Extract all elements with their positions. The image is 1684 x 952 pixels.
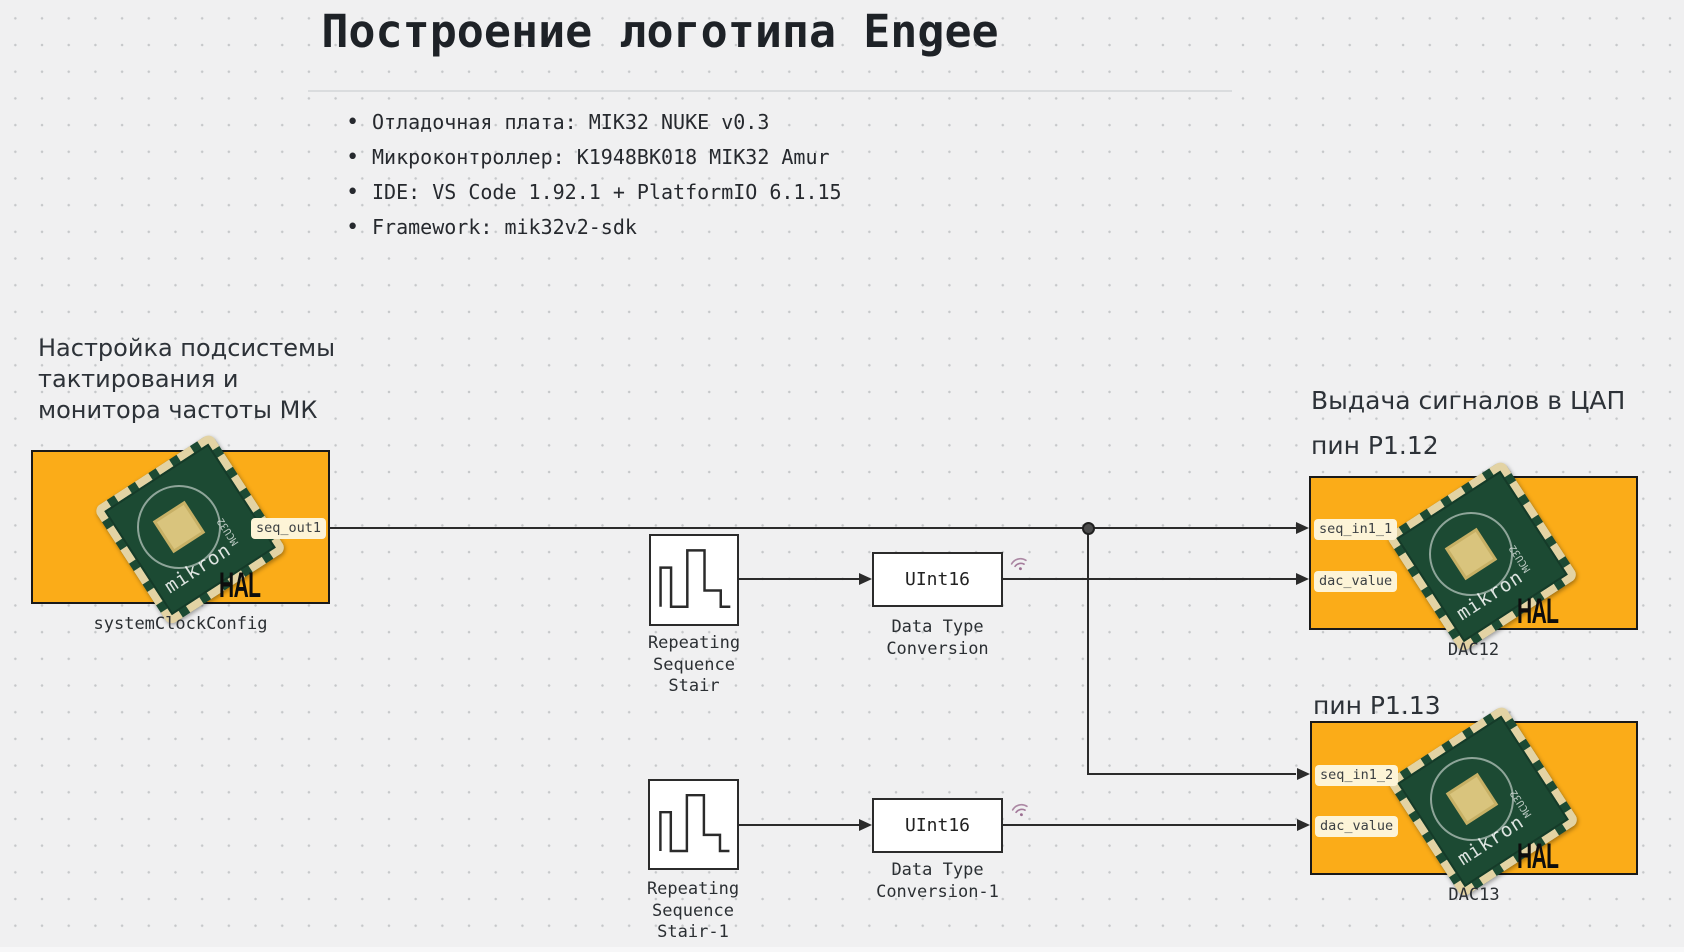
wire-junction-dot[interactable] xyxy=(1082,522,1095,535)
port-dac-value[interactable]: dac_value xyxy=(1315,816,1399,837)
block-caption-conv2[interactable]: Data Type Conversion-1 xyxy=(876,860,999,902)
wire-stair2-to-conv2[interactable] xyxy=(739,824,859,826)
block-caption-dac13[interactable]: DAC13 xyxy=(1448,885,1500,905)
block-repeating-sequence-stair-1[interactable] xyxy=(648,779,739,870)
wire-stair1-to-conv1[interactable] xyxy=(739,578,859,580)
spec-item-framework: Framework: mik32v2-sdk xyxy=(344,210,842,245)
wire-branch-vertical[interactable] xyxy=(1087,528,1089,774)
wire-conv1-to-dac12[interactable] xyxy=(1003,578,1296,580)
conversion-type-label: UInt16 xyxy=(904,815,971,836)
block-data-type-conversion[interactable]: UInt16 xyxy=(872,552,1003,607)
title-divider xyxy=(308,90,1232,92)
block-dac13[interactable]: mikron MCU32 HAL seq_in1_2 dac_value xyxy=(1310,704,1638,899)
stair-waveform-icon xyxy=(659,549,731,608)
spec-list[interactable]: Отладочная плата: MIK32 NUKE v0.3 Микрок… xyxy=(344,105,842,245)
arrowhead-dac13-dac xyxy=(1297,819,1310,831)
wire-conv2-to-dac13[interactable] xyxy=(1003,824,1296,826)
block-data-type-conversion-1[interactable]: UInt16 xyxy=(872,798,1003,853)
arrowhead-dac12-seq xyxy=(1296,522,1309,534)
signal-logging-wifi-icon xyxy=(1011,803,1028,817)
block-caption-stair2[interactable]: Repeating Sequence Stair-1 xyxy=(646,879,740,942)
wire-seqout1-to-dac12[interactable] xyxy=(330,527,1297,529)
block-system-clock-config[interactable]: mikron MCU32 HAL seq_out1 xyxy=(31,432,330,627)
hal-label: HAL xyxy=(219,566,261,605)
signal-logging-wifi-icon xyxy=(1010,557,1027,571)
port-seq-in1-2[interactable]: seq_in1_2 xyxy=(1315,765,1399,786)
port-seq-in1-1[interactable]: seq_in1_1 xyxy=(1314,519,1398,540)
block-dac12[interactable]: mikron MCU32 HAL seq_in1_1 dac_value xyxy=(1309,459,1638,654)
block-caption-dac12[interactable]: DAC12 xyxy=(1447,640,1500,660)
arrowhead-conv2-in xyxy=(859,819,872,831)
pin13-note[interactable]: пин P1.13 xyxy=(1313,691,1441,720)
hal-label: HAL xyxy=(1517,837,1559,876)
clock-subsystem-note[interactable]: Настройка подсистемы тактирования и мони… xyxy=(38,334,336,424)
stair-waveform-icon xyxy=(659,793,730,853)
page-title[interactable]: Построение логотипа Engee xyxy=(321,5,999,58)
block-repeating-sequence-stair[interactable] xyxy=(649,534,739,626)
hal-label: HAL xyxy=(1517,592,1559,631)
dac-output-note[interactable]: Выдача сигналов в ЦАП пин P1.12 xyxy=(1311,386,1626,460)
block-caption-system-clock[interactable]: systemClockConfig xyxy=(93,614,268,634)
block-caption-stair1[interactable]: Repeating Sequence Stair xyxy=(647,633,741,696)
block-caption-conv1[interactable]: Data Type Conversion xyxy=(886,617,989,659)
conversion-type-label: UInt16 xyxy=(904,569,971,590)
spec-item-ide: IDE: VS Code 1.92.1 + PlatformIO 6.1.15 xyxy=(344,175,842,210)
wire-branch-to-dac13[interactable] xyxy=(1087,773,1296,775)
port-dac-value[interactable]: dac_value xyxy=(1314,571,1398,592)
arrowhead-dac13-seq xyxy=(1297,768,1310,780)
port-seq-out1[interactable]: seq_out1 xyxy=(250,518,326,539)
spec-item-mcu: Микроконтроллер: K1948BK018 MIK32 Amur xyxy=(344,140,842,175)
spec-item-board: Отладочная плата: MIK32 NUKE v0.3 xyxy=(344,105,842,140)
canvas-bottom-edge xyxy=(0,947,1684,952)
arrowhead-dac12-dac xyxy=(1296,573,1309,585)
arrowhead-conv1-in xyxy=(859,573,872,585)
